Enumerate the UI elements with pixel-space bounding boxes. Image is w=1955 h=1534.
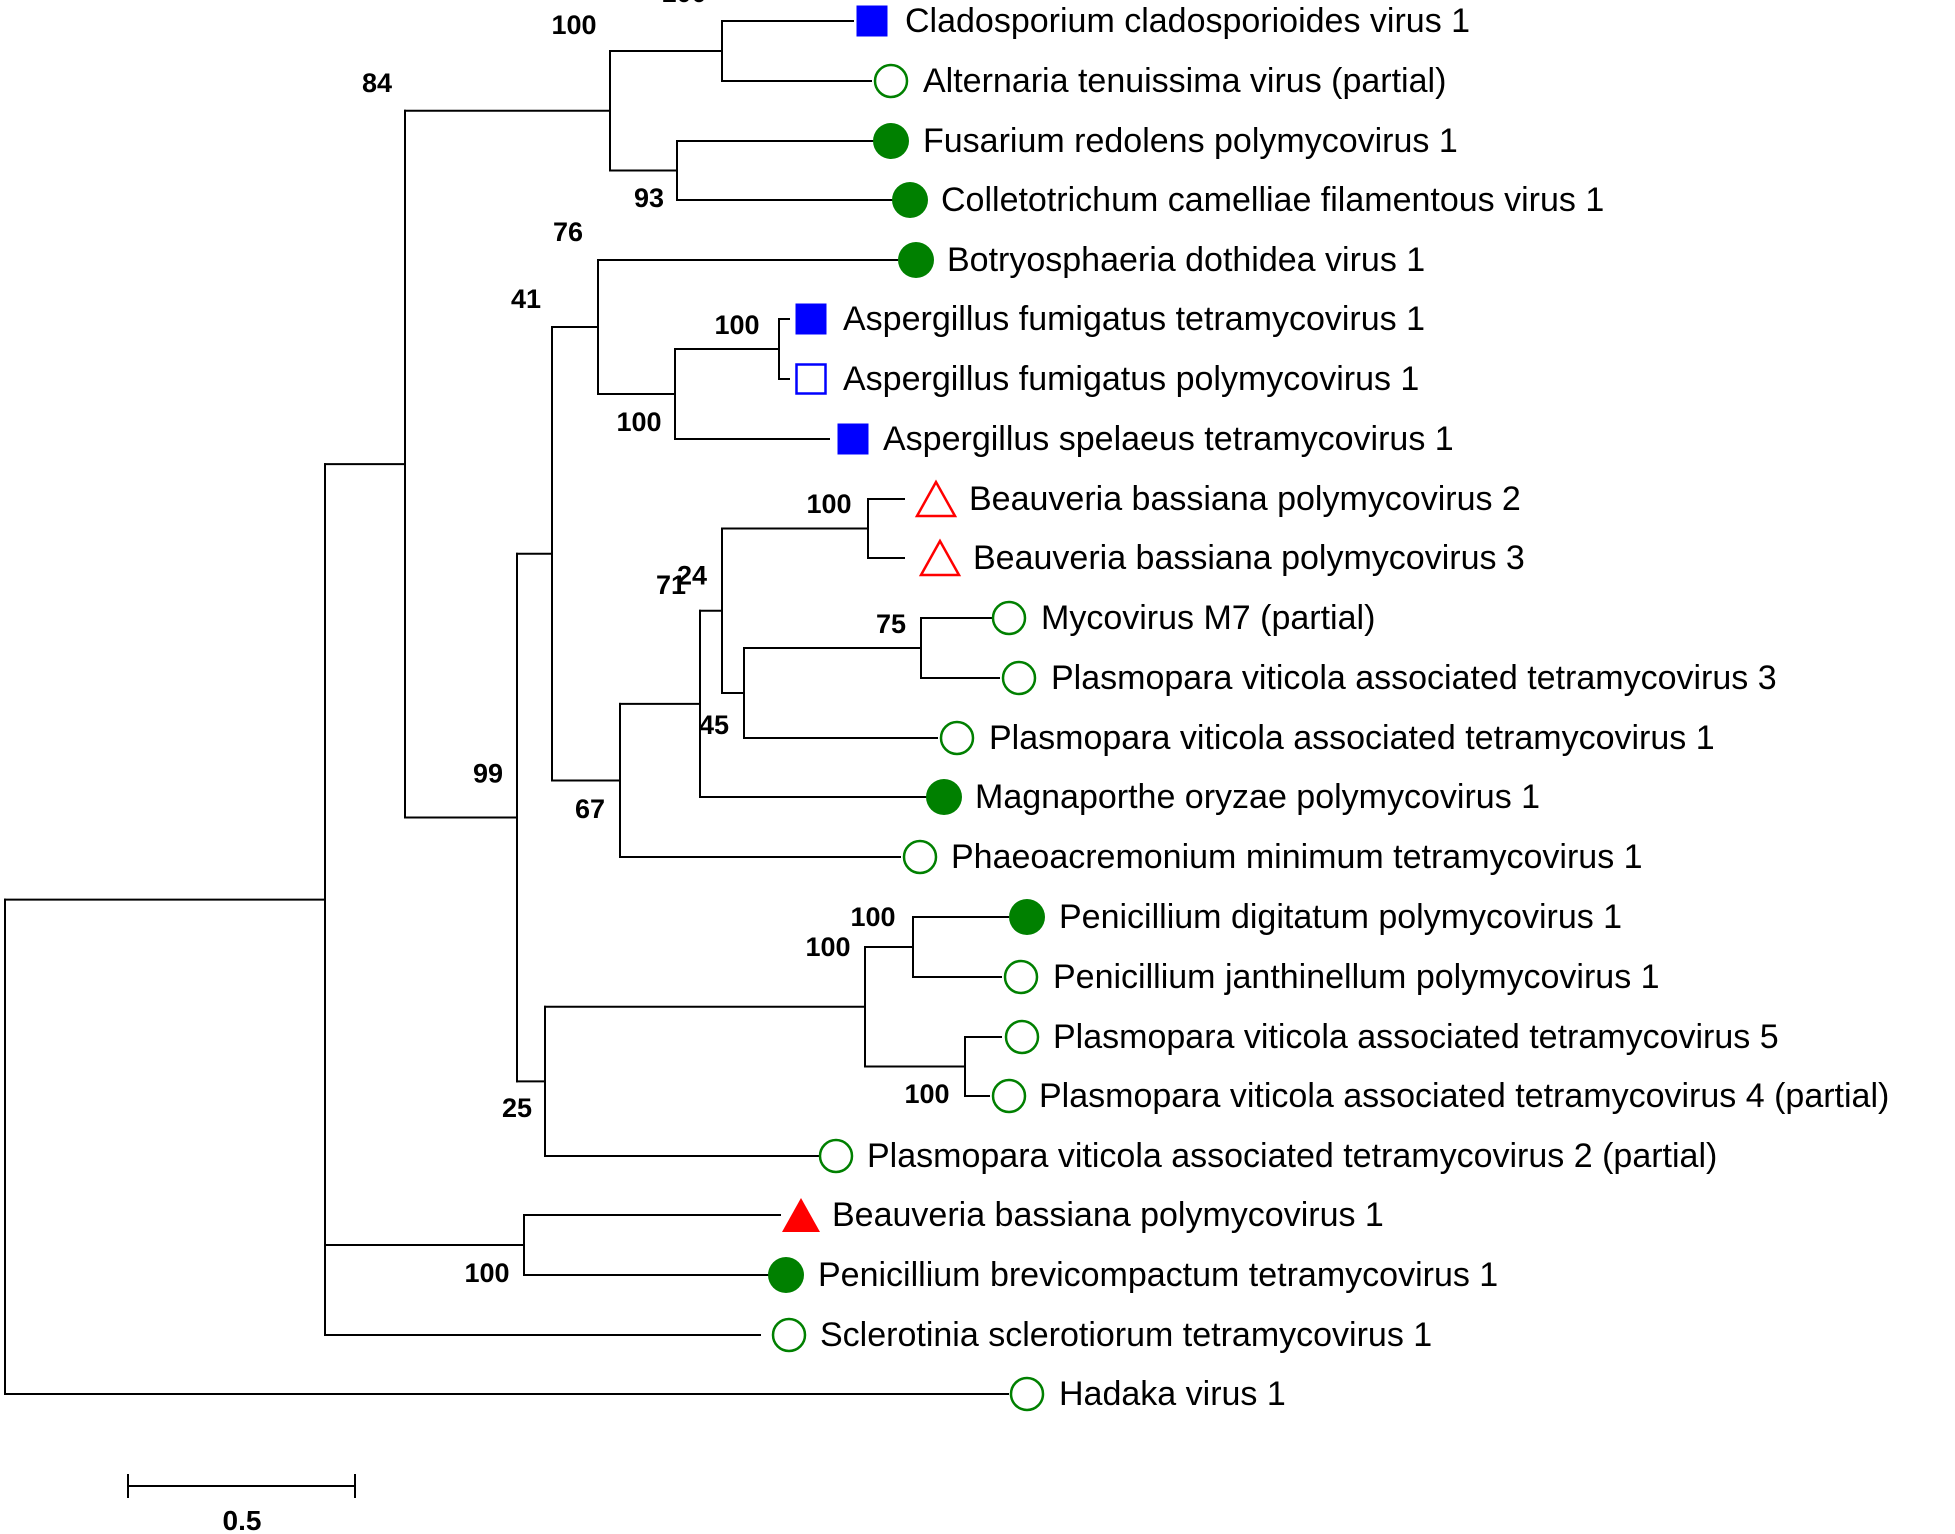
support-value-n_67: 67 — [575, 794, 605, 824]
support-value-n_pv45: 100 — [904, 1079, 949, 1109]
leaf-label: Cladosporium cladosporioides virus 1 — [905, 2, 1470, 40]
support-value-n_bb23: 100 — [806, 489, 851, 519]
filled-circle-icon — [1009, 899, 1045, 935]
open-triangle-icon — [914, 479, 958, 518]
leaf-label: Plasmopara viticola associated tetramyco… — [1053, 1018, 1779, 1056]
leaf-markers — [768, 5, 1045, 1412]
filled-circle-icon — [898, 242, 934, 278]
open-square-icon — [795, 363, 827, 395]
filled-circle-icon — [892, 182, 928, 218]
support-value-n_bb1_pb: 100 — [464, 1258, 509, 1288]
open-circle-icon — [1001, 660, 1037, 696]
filled-square-icon — [837, 423, 869, 455]
support-value-n_botryo_asp: 76 — [553, 217, 583, 247]
support-value-n_asp_fum: 100 — [714, 310, 759, 340]
tree-branches — [4, 20, 1009, 1395]
support-value-n_top4: 100 — [551, 10, 596, 40]
leaf-label: Plasmopara viticola associated tetramyco… — [1039, 1077, 1889, 1115]
leaf-label: Beauveria bassiana polymycovirus 2 — [969, 480, 1521, 518]
support-value-n_45: 45 — [699, 710, 729, 740]
leaf-label: Botryosphaeria dothidea virus 1 — [947, 241, 1425, 279]
leaf-label: Plasmopara viticola associated tetramyco… — [989, 719, 1715, 757]
leaf-label: Plasmopara viticola associated tetramyco… — [1051, 659, 1777, 697]
filled-square-icon — [795, 303, 827, 335]
support-value-n_asp3: 100 — [616, 407, 661, 437]
leaf-labels: Cladosporium cladosporioides virus 1 Alte… — [818, 2, 1889, 1413]
open-circle-icon — [818, 1138, 854, 1174]
leaf-label: Plasmopara viticola associated tetramyco… — [867, 1137, 1717, 1175]
support-value-n_clado_alt: 100 — [661, 0, 706, 8]
leaf-label: Penicillium janthinellum polymycovirus 1 — [1053, 958, 1660, 996]
filled-square-icon — [856, 5, 888, 37]
filled-triangle-icon — [782, 1198, 820, 1232]
leaf-label: Aspergillus fumigatus polymycovirus 1 — [843, 360, 1419, 398]
leaf-label: Mycovirus M7 (partial) — [1041, 599, 1375, 637]
open-circle-icon — [991, 1078, 1027, 1114]
leaf-label: Aspergillus fumigatus tetramycovirus 1 — [843, 300, 1425, 338]
leaf-label: Penicillium brevicompactum tetramycoviru… — [818, 1256, 1498, 1294]
support-value-n_24: 24 — [677, 561, 707, 591]
open-circle-icon — [991, 600, 1027, 636]
leaf-label: Hadaka virus 1 — [1059, 1375, 1286, 1413]
leaf-label: Alternaria tenuissima virus (partial) — [923, 62, 1446, 100]
support-value-n_99: 99 — [473, 759, 503, 789]
open-circle-icon — [1009, 1376, 1045, 1412]
leaf-label: Sclerotinia sclerotiorum tetramycovirus … — [820, 1316, 1432, 1354]
open-triangle-icon — [918, 538, 962, 577]
leaf-label: Phaeoacremonium minimum tetramycovirus 1 — [951, 838, 1643, 876]
leaf-label: Colletotrichum camelliae filamentous vir… — [941, 181, 1604, 219]
support-value-n_pen_pv: 100 — [805, 932, 850, 962]
support-value-n_mid: 41 — [511, 284, 541, 314]
support-value-n_25: 25 — [502, 1093, 532, 1123]
support-value-n_71: 71 — [656, 570, 686, 600]
open-circle-icon — [939, 720, 975, 756]
support-value-n_fus_col: 93 — [634, 183, 664, 213]
open-circle-icon — [1003, 959, 1039, 995]
leaf-label: Magnaporthe oryzae polymycovirus 1 — [975, 778, 1540, 816]
support-value-n_root1: 84 — [362, 68, 392, 98]
support-value-n_pen_dig_jan: 100 — [850, 902, 895, 932]
leaf-label: Aspergillus spelaeus tetramycovirus 1 — [883, 420, 1454, 458]
leaf-label: Beauveria bassiana polymycovirus 3 — [973, 539, 1525, 577]
scale-bar-label: 0.5 — [223, 1505, 262, 1534]
leaf-label: Beauveria bassiana polymycovirus 1 — [832, 1196, 1384, 1234]
open-circle-icon — [902, 839, 938, 875]
scale-bar: 0.5 — [127, 1474, 356, 1534]
filled-circle-icon — [768, 1257, 804, 1293]
open-circle-icon — [873, 63, 909, 99]
open-circle-icon — [1004, 1019, 1040, 1055]
filled-circle-icon — [873, 123, 909, 159]
open-circle-icon — [771, 1317, 807, 1353]
support-values: 1001009376100100844110024757145679910010… — [362, 0, 950, 1288]
support-value-n_m7_pv3: 75 — [876, 609, 906, 639]
filled-circle-icon — [926, 779, 962, 815]
leaf-label: Fusarium redolens polymycovirus 1 — [923, 122, 1458, 160]
leaf-label: Penicillium digitatum polymycovirus 1 — [1059, 898, 1622, 936]
